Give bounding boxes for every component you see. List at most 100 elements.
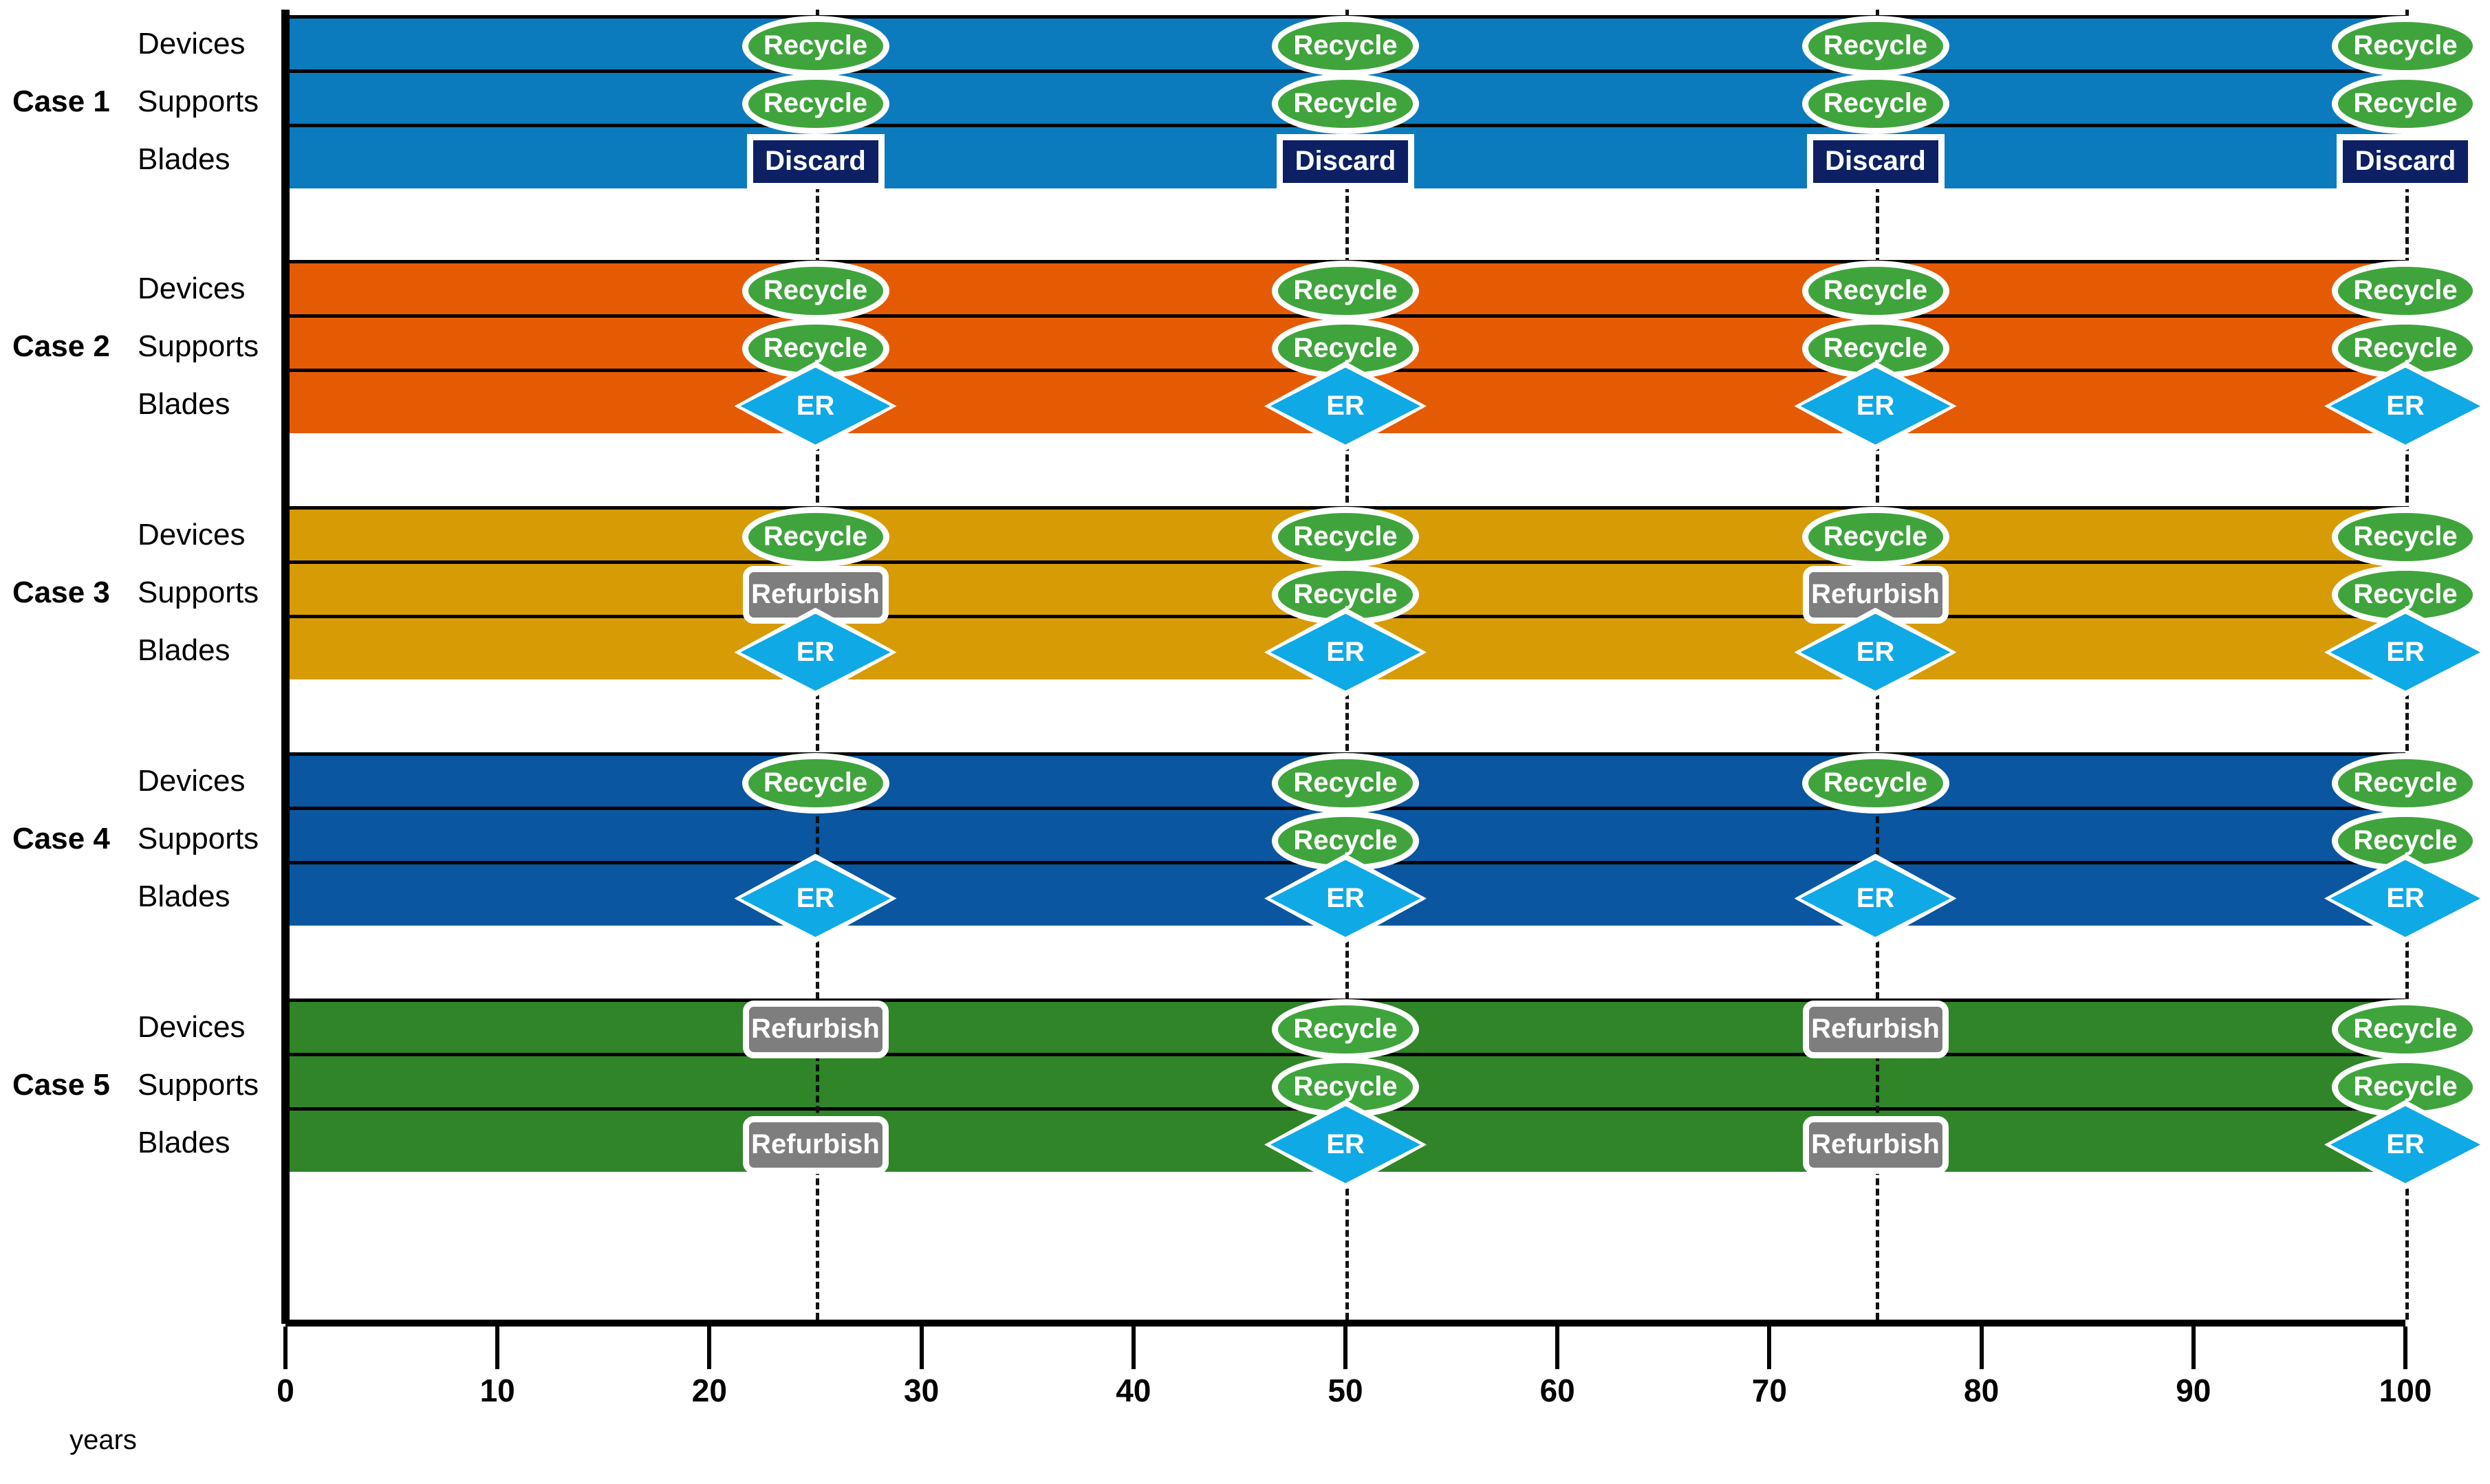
x-axis-title: years — [0, 1425, 2490, 1456]
case-label-3: Case 3 — [12, 575, 110, 609]
marker-refurbish[interactable]: Refurbish — [1802, 1115, 1949, 1174]
marker-recycle[interactable]: Recycle — [1801, 752, 1949, 814]
row-label-blades: Blades — [138, 142, 230, 176]
marker-er[interactable]: ER — [2324, 361, 2487, 451]
x-tick-label-50: 50 — [1328, 1373, 1363, 1408]
row-label-supports: Supports — [138, 821, 259, 855]
row-label-devices: Devices — [138, 517, 246, 552]
marker-refurbish[interactable]: Refurbish — [1802, 1000, 1949, 1058]
case-label-1: Case 1 — [12, 84, 110, 118]
case-label-4: Case 4 — [12, 821, 110, 855]
marker-er[interactable]: ER — [1264, 1100, 1427, 1190]
x-tick-label-60: 60 — [1539, 1373, 1575, 1408]
marker-recycle[interactable]: Recycle — [1272, 15, 1419, 76]
x-tick-30 — [919, 1327, 924, 1369]
marker-discard[interactable]: Discard — [1277, 133, 1414, 189]
x-tick-label-80: 80 — [1964, 1373, 2000, 1408]
row-label-blades: Blades — [138, 879, 230, 913]
x-tick-0 — [283, 1327, 288, 1369]
x-tick-label-30: 30 — [904, 1373, 940, 1408]
marker-label: ER — [1856, 883, 1895, 913]
marker-refurbish[interactable]: Refurbish — [742, 565, 889, 624]
x-axis-line — [285, 1320, 2405, 1327]
marker-recycle[interactable]: Recycle — [2332, 999, 2479, 1060]
x-tick-label-20: 20 — [691, 1373, 727, 1408]
marker-label: ER — [796, 391, 835, 421]
marker-er[interactable]: ER — [734, 361, 897, 451]
x-tick-60 — [1555, 1327, 1560, 1369]
marker-recycle[interactable]: Recycle — [741, 506, 889, 567]
x-tick-label-90: 90 — [2176, 1373, 2211, 1408]
marker-er[interactable]: ER — [734, 607, 897, 697]
case-label-2: Case 2 — [12, 329, 110, 363]
marker-label: ER — [2386, 637, 2425, 667]
row-label-blades: Blades — [138, 386, 230, 421]
row-label-supports: Supports — [138, 575, 259, 609]
marker-er[interactable]: ER — [1794, 361, 1957, 451]
x-tick-label-100: 100 — [2379, 1373, 2432, 1408]
row-label-devices: Devices — [138, 1010, 246, 1044]
row-label-supports: Supports — [138, 1067, 259, 1102]
marker-discard[interactable]: Discard — [2337, 133, 2474, 189]
marker-recycle[interactable]: Recycle — [1272, 260, 1419, 321]
marker-recycle[interactable]: Recycle — [741, 752, 889, 814]
x-tick-80 — [1979, 1327, 1984, 1369]
x-tick-70 — [1767, 1327, 1772, 1369]
marker-label: ER — [2386, 1129, 2425, 1159]
marker-recycle[interactable]: Recycle — [2332, 506, 2479, 567]
marker-recycle[interactable]: Recycle — [1272, 752, 1419, 814]
marker-refurbish[interactable]: Refurbish — [742, 1115, 889, 1174]
marker-recycle[interactable]: Recycle — [2332, 73, 2479, 134]
marker-er[interactable]: ER — [2324, 607, 2487, 697]
marker-recycle[interactable]: Recycle — [741, 15, 889, 76]
marker-recycle[interactable]: Recycle — [2332, 752, 2479, 814]
x-tick-label-0: 0 — [277, 1373, 294, 1408]
marker-recycle[interactable]: Recycle — [741, 73, 889, 134]
y-axis-line — [281, 10, 290, 1324]
marker-recycle[interactable]: Recycle — [1801, 73, 1949, 134]
x-axis-title-text: years — [69, 1425, 137, 1455]
marker-label: ER — [2386, 391, 2425, 421]
row-label-supports: Supports — [138, 329, 259, 363]
x-tick-label-70: 70 — [1751, 1373, 1787, 1408]
row-label-devices: Devices — [138, 26, 246, 61]
case-label-5: Case 5 — [12, 1067, 110, 1102]
marker-er[interactable]: ER — [1264, 853, 1427, 943]
marker-recycle[interactable]: Recycle — [1272, 999, 1419, 1060]
row-label-blades: Blades — [138, 633, 230, 667]
marker-label: ER — [1856, 391, 1895, 421]
x-tick-label-40: 40 — [1116, 1373, 1151, 1408]
marker-label: ER — [1326, 391, 1365, 421]
marker-label: ER — [1326, 1129, 1365, 1159]
marker-er[interactable]: ER — [1794, 607, 1957, 697]
marker-recycle[interactable]: Recycle — [1272, 73, 1419, 134]
marker-er[interactable]: ER — [2324, 1100, 2487, 1190]
x-tick-20 — [707, 1327, 712, 1369]
x-tick-10 — [495, 1327, 500, 1369]
x-tick-label-10: 10 — [479, 1373, 515, 1408]
marker-er[interactable]: ER — [1264, 361, 1427, 451]
marker-label: ER — [796, 883, 835, 913]
x-tick-50 — [1343, 1327, 1347, 1369]
marker-label: ER — [1326, 637, 1365, 667]
marker-refurbish[interactable]: Refurbish — [742, 1000, 889, 1058]
marker-recycle[interactable]: Recycle — [2332, 15, 2479, 76]
marker-recycle[interactable]: Recycle — [1801, 15, 1949, 76]
x-tick-90 — [2191, 1327, 2196, 1369]
x-tick-100 — [2403, 1327, 2407, 1369]
marker-recycle[interactable]: Recycle — [1272, 506, 1419, 567]
marker-discard[interactable]: Discard — [746, 133, 885, 189]
marker-er[interactable]: ER — [734, 853, 897, 943]
row-label-blades: Blades — [138, 1125, 230, 1159]
marker-recycle[interactable]: Recycle — [1801, 260, 1949, 321]
marker-recycle[interactable]: Recycle — [1801, 506, 1949, 567]
marker-label: ER — [1326, 883, 1365, 913]
marker-er[interactable]: ER — [1264, 607, 1427, 697]
marker-er[interactable]: ER — [2324, 853, 2487, 943]
marker-er[interactable]: ER — [1794, 853, 1957, 943]
marker-discard[interactable]: Discard — [1806, 133, 1945, 189]
marker-recycle[interactable]: Recycle — [2332, 260, 2479, 321]
marker-recycle[interactable]: Recycle — [741, 260, 889, 321]
row-label-devices: Devices — [138, 763, 246, 798]
